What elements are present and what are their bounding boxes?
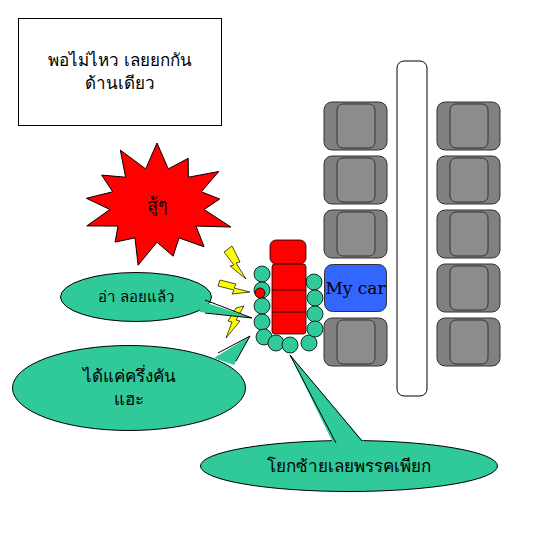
speech-bubble: ได้แค่ครึ่งคัน แฮะ — [12, 345, 246, 431]
node-outline — [12, 345, 246, 431]
note-box: พอไม่ไหว เลยยกกันด้านเดียว — [18, 18, 222, 126]
node-label: โยกซ้ายเลยพรรคเพียก — [267, 455, 431, 478]
callout-tail — [214, 336, 250, 365]
callout-tail-outline — [290, 355, 362, 443]
node-label: อ่า ลอยแล้ว — [98, 287, 174, 307]
parked-cars — [324, 102, 500, 366]
node-text-group: โยกซ้ายเลยพรรคเพียก — [267, 455, 431, 478]
speech-bubble: อ่า ลอยแล้ว — [60, 272, 212, 322]
node-shape — [61, 273, 212, 322]
node-shape — [13, 346, 246, 431]
node-shape — [19, 19, 222, 126]
node-text-group: My car — [325, 277, 385, 300]
node-label: สู้ๆ — [147, 193, 168, 217]
node-label: พอไม่ไหว เลยยกกันด้านเดียว — [38, 49, 203, 95]
callout-tail-outline — [218, 336, 250, 361]
red-truck — [255, 240, 306, 334]
node-text-group: ได้แค่ครึ่งคัน แฮะ — [69, 365, 189, 411]
callout-tail — [290, 355, 368, 449]
callout-tail — [198, 300, 252, 318]
node-text-group: พอไม่ไหว เลยยกกันด้านเดียว — [38, 49, 203, 95]
node-label: My car — [325, 277, 385, 300]
impact-bolts — [218, 246, 250, 338]
parking-island — [397, 61, 427, 396]
node-text-group: อ่า ลอยแล้ว — [98, 287, 174, 307]
node-label: ได้แค่ครึ่งคัน แฮะ — [69, 365, 189, 411]
callout-tail-outline — [205, 300, 252, 318]
node-shape — [86, 143, 231, 265]
node-shape — [325, 265, 387, 312]
cheer-burst: สู้ๆ — [78, 143, 236, 267]
my-car: My car — [324, 264, 387, 312]
node-outline — [18, 18, 222, 126]
node-text-group: สู้ๆ — [147, 193, 168, 217]
